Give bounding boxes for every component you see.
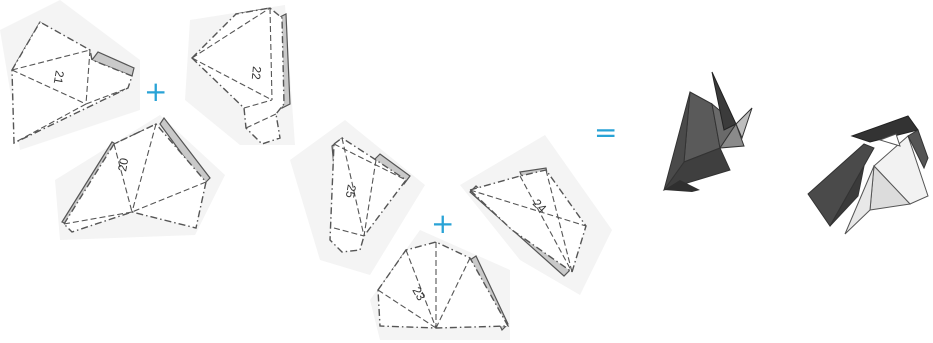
net-piece-23: 23	[370, 230, 510, 340]
assembled-model-2	[808, 116, 928, 234]
piece-25-label: 25	[343, 183, 359, 199]
plus-sign-2: +	[431, 207, 454, 240]
piece-22-label: 22	[249, 66, 264, 81]
plus-sign-1: +	[144, 75, 167, 108]
net-piece-20: 20	[55, 115, 225, 240]
equals-sign: =	[594, 116, 617, 149]
piece-21-label: 21	[51, 69, 67, 85]
assembled-model-1	[664, 72, 752, 192]
piece-20-label: 20	[115, 157, 131, 173]
net-piece-21: 21	[0, 0, 140, 150]
net-piece-22: 22	[185, 5, 295, 145]
